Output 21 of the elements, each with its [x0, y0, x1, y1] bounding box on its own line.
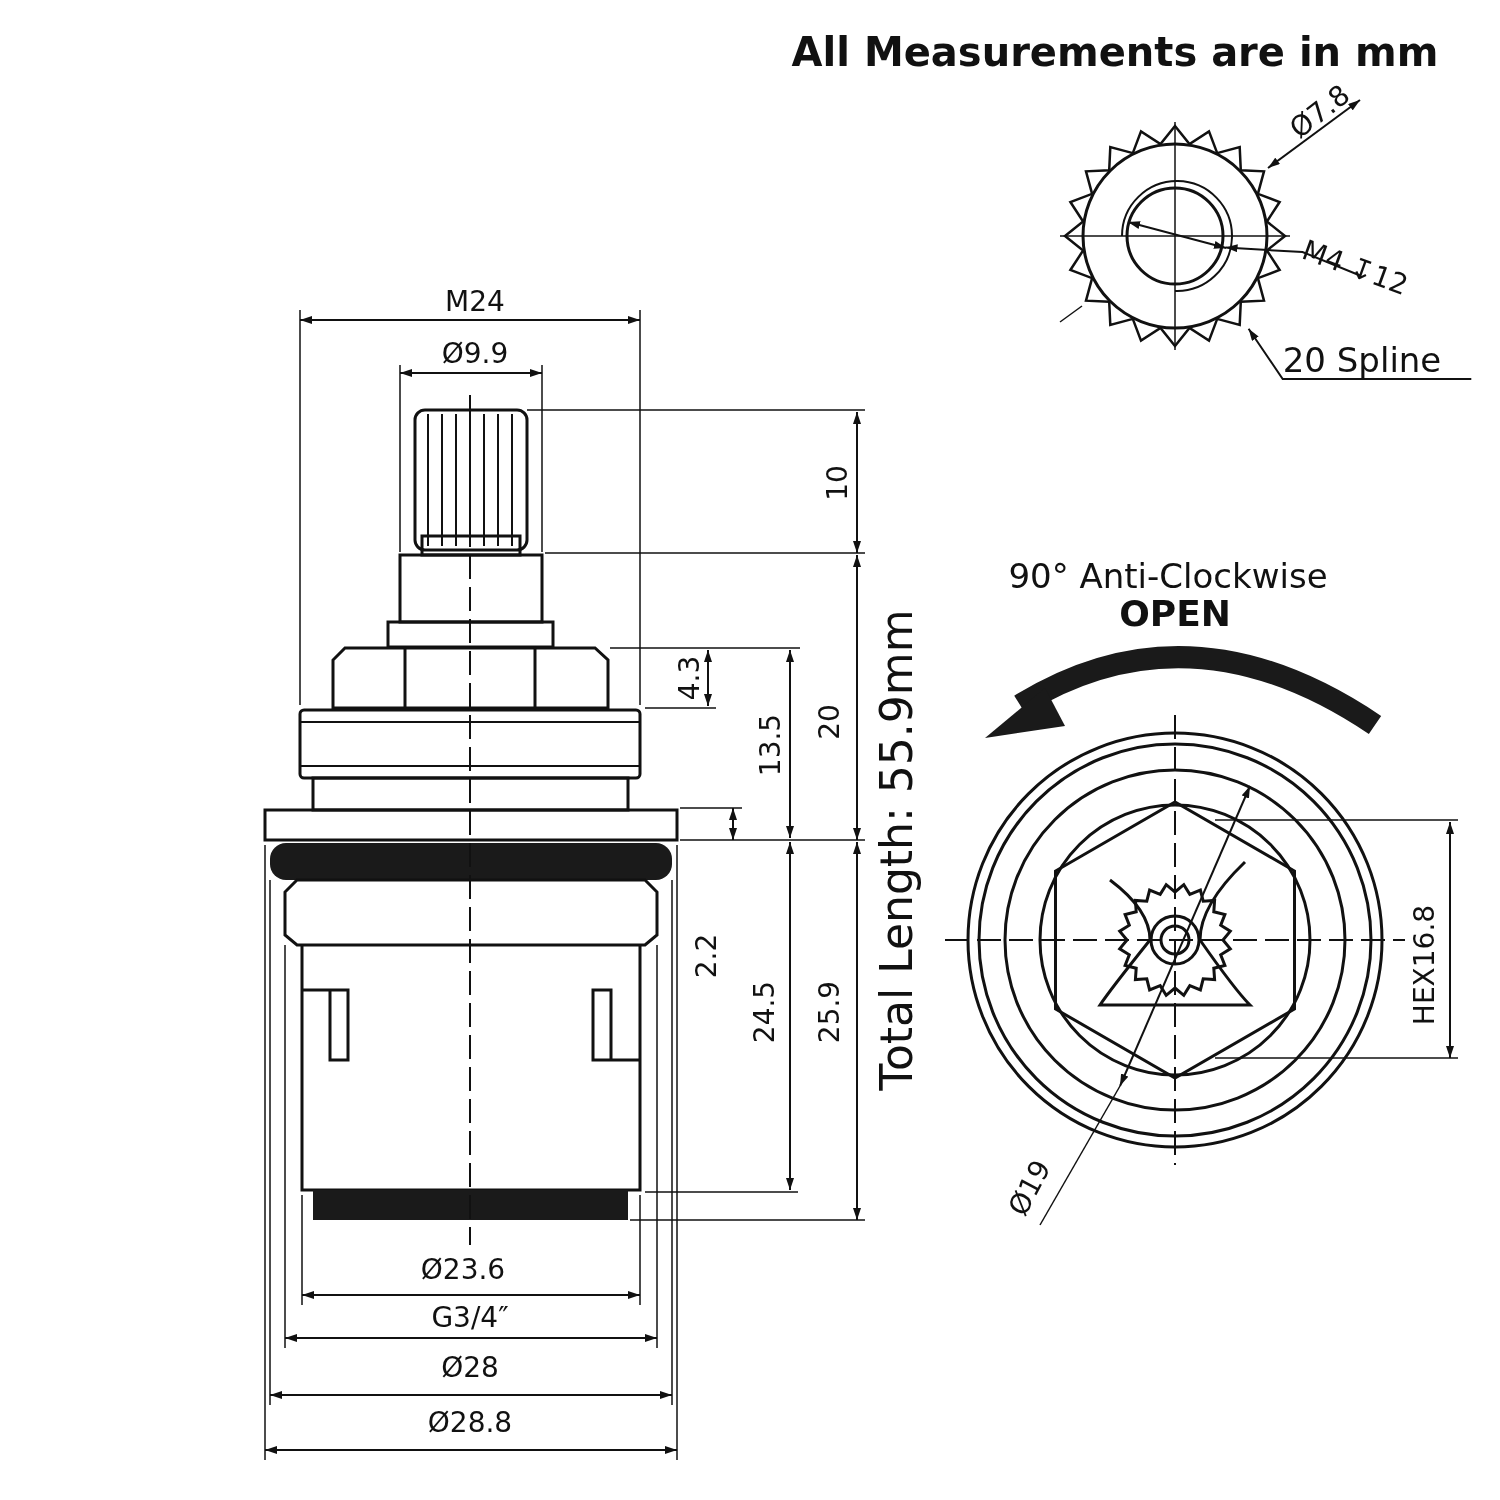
dimension-label: HEX16.8 [1411, 904, 1439, 1026]
dimension-label: 2.2 [693, 933, 721, 979]
dimension-label: Ø28.8 [427, 1409, 513, 1437]
dimension-label: Ø19 [1004, 1155, 1056, 1221]
dimension-label: G3/4″ [431, 1304, 509, 1332]
dimension-label: 10 [824, 465, 852, 501]
dimension-label: Ø28 [441, 1354, 499, 1382]
dimension-label: 4.3 [676, 655, 704, 701]
dimension-label: 20 [816, 704, 844, 740]
note-text: All Measurements are in mm [791, 32, 1439, 72]
dimension-label: Ø23.6 [420, 1256, 506, 1284]
rotation-label: OPEN [1119, 596, 1231, 632]
dimension-label: 13.5 [757, 713, 785, 777]
dimension-label: M24 [445, 288, 505, 316]
dimension-label: Total Length: 55.9mm [875, 609, 919, 1091]
callout-label: 20 Spline [1282, 343, 1442, 377]
leader-line [1247, 327, 1473, 380]
dimension-label: 24.5 [751, 980, 779, 1044]
dimension-label: Ø9.9 [441, 340, 509, 368]
rotation-label: 90° Anti-Clockwise [1008, 559, 1328, 593]
dimension-label: 25.9 [816, 980, 844, 1044]
